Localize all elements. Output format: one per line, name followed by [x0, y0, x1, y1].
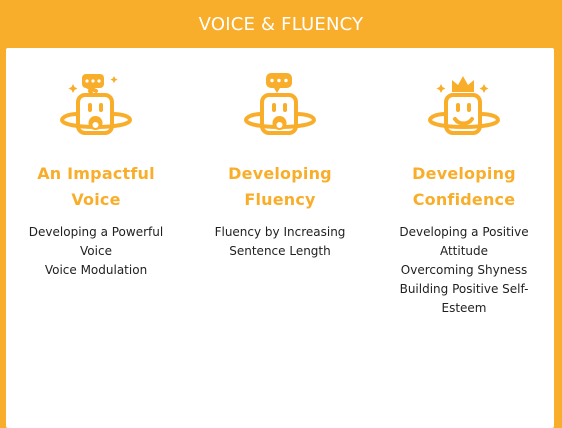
- speaking-mascot-open-mouth-icon: [60, 74, 132, 135]
- card-title: VOICE & FLUENCY: [198, 13, 364, 35]
- list-item: Attitude: [439, 244, 489, 258]
- speaking-mascot-chat-bubble-icon: [244, 73, 316, 135]
- card-body: [6, 48, 554, 428]
- list-item: Fluency by Increasing: [214, 225, 346, 239]
- feature-list: Developing a Powerful Voice Voice Modula…: [10, 223, 182, 280]
- feature-developing-confidence: Developing Confidence Developing a Posit…: [378, 70, 550, 318]
- smiling-mascot-crown-icon: [428, 76, 500, 135]
- card-header: VOICE & FLUENCY: [0, 0, 562, 48]
- list-item: Overcoming Shyness: [400, 263, 528, 277]
- feature-impactful-voice: An Impactful Voice Developing a Powerful…: [10, 70, 182, 280]
- feature-developing-fluency: Developing Fluency Fluency by Increasing…: [194, 70, 366, 261]
- list-item: Building Positive Self-: [399, 282, 529, 296]
- list-item: Voice Modulation: [44, 263, 148, 277]
- feature-title: An Impactful Voice: [37, 164, 155, 209]
- list-item: Voice: [80, 244, 112, 258]
- feature-title: Developing Fluency: [228, 164, 332, 209]
- feature-list: Fluency by Increasing Sentence Length: [194, 223, 366, 261]
- list-item: Developing a Positive: [399, 225, 529, 239]
- list-item: Developing a Powerful: [28, 225, 164, 239]
- list-item: Sentence Length: [229, 244, 331, 258]
- list-item: Esteem: [441, 301, 487, 315]
- feature-list: Developing a Positive Attitude Overcomin…: [378, 223, 550, 318]
- feature-title: Developing Confidence: [412, 164, 516, 209]
